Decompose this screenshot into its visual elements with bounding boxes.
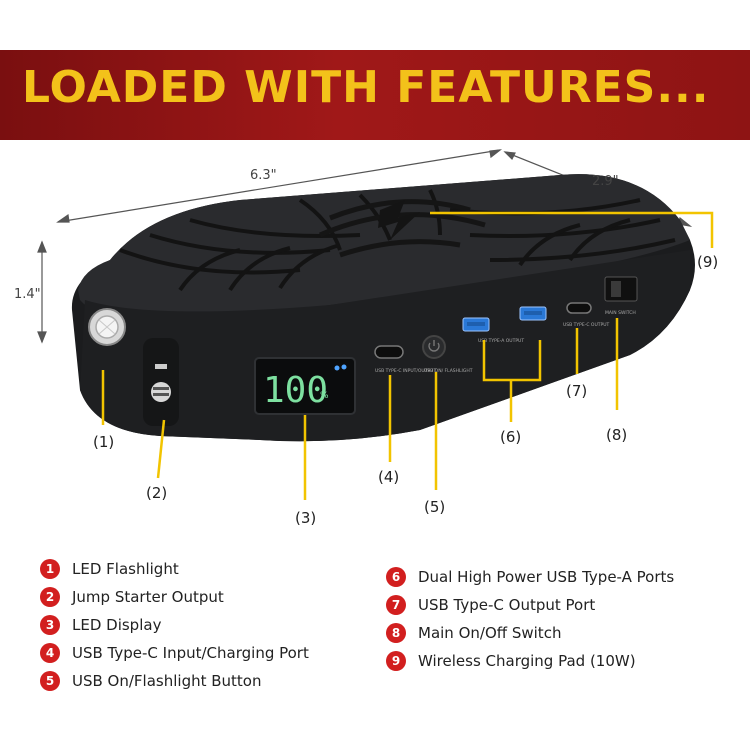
display-reading: 100	[263, 370, 328, 411]
callout-1: (1)	[93, 433, 115, 451]
legend-text: LED Display	[72, 616, 162, 634]
switch-label: MAIN SWITCH	[605, 310, 636, 316]
legend-number-badge: 6	[386, 567, 406, 587]
usb-c-input-port-icon: USB TYPE-C INPUT/OUTPUT	[374, 345, 436, 374]
usb-c-input-label: USB TYPE-C INPUT/OUTPUT	[375, 368, 436, 374]
legend-number-badge: 1	[40, 559, 60, 579]
legend-number-badge: 8	[386, 623, 406, 643]
legend-number-badge: 5	[40, 671, 60, 691]
legend-text: USB On/Flashlight Button	[72, 672, 262, 690]
length-dimension: 6.3"	[250, 168, 277, 183]
legend-number-badge: 3	[40, 615, 60, 635]
led-flashlight-icon	[88, 308, 126, 346]
height-dimension: 1.4"	[14, 287, 41, 302]
led-display: 100 %	[254, 357, 356, 415]
legend-text: USB Type-C Output Port	[418, 596, 596, 614]
callout-6: (6)	[500, 428, 522, 446]
usb-c-output-label: USB TYPE-C OUTPUT	[563, 322, 610, 328]
usb-c-output-port-icon: USB TYPE-C OUTPUT	[563, 302, 610, 328]
jump-starter-port-icon	[143, 338, 179, 426]
legend-text: LED Flashlight	[72, 560, 179, 578]
header-banner: LOADED WITH FEATURES...	[0, 50, 750, 140]
callout-2: (2)	[146, 484, 168, 502]
usb-a-port-icon-2	[519, 306, 547, 321]
callout-5: (5)	[424, 498, 446, 516]
main-switch-icon: MAIN SWITCH	[604, 276, 638, 316]
legend-number-badge: 4	[40, 643, 60, 663]
bolt-icon	[378, 200, 420, 240]
callout-4: (4)	[378, 468, 400, 486]
device-illustration: 100 % USB TYPE-C INPUT/OUTPUT USB ON/ FL…	[37, 149, 714, 500]
legend-number-badge: 7	[386, 595, 406, 615]
callout-8: (8)	[606, 426, 628, 444]
usb-a-label: USB TYPE-A OUTPUT	[478, 338, 524, 344]
banner-title: LOADED WITH FEATURES...	[22, 62, 710, 113]
legend-text: Wireless Charging Pad (10W)	[418, 652, 636, 670]
callout-9: (9)	[697, 253, 719, 271]
callout-3: (3)	[295, 509, 317, 527]
legend-text: USB Type-C Input/Charging Port	[72, 644, 309, 662]
usb-flashlight-button-icon: USB ON/ FLASHLIGHT	[422, 335, 473, 374]
legend-number-badge: 9	[386, 651, 406, 671]
legend-text: Jump Starter Output	[72, 588, 224, 606]
display-unit: %	[320, 391, 329, 401]
leader-lines	[101, 211, 714, 500]
legend-text: Main On/Off Switch	[418, 624, 562, 642]
depth-dimension: 2.9"	[592, 174, 619, 189]
legend-number-badge: 2	[40, 587, 60, 607]
callout-7: (7)	[566, 382, 588, 400]
legend-text: Dual High Power USB Type-A Ports	[418, 568, 675, 586]
usb-a-port-icon-1	[462, 317, 490, 332]
button-label: USB ON/ FLASHLIGHT	[424, 368, 473, 374]
